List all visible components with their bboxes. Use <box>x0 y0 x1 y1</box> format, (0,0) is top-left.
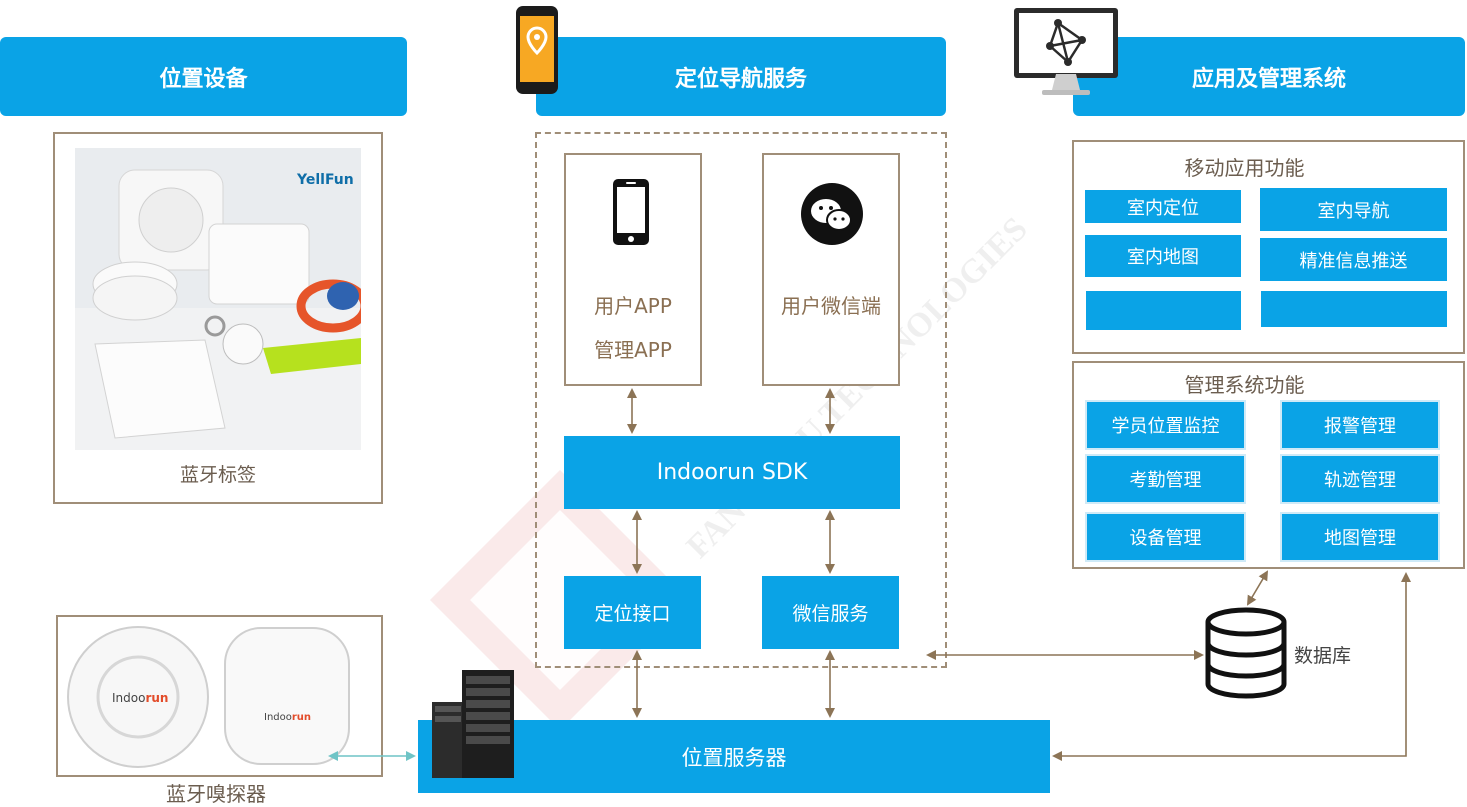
mobile-item-label: 精准信息推送 <box>1299 250 1408 272</box>
mobile-item-indoor-positioning: 室内定位 <box>1085 190 1241 223</box>
svg-text:Indoorun: Indoorun <box>112 691 168 705</box>
mobile-item-label: 室内地图 <box>1127 247 1199 268</box>
arrow-database-management <box>1246 570 1269 606</box>
location-api-box: 定位接口 <box>564 576 701 649</box>
wechat-client-label: 用户微信端 <box>781 294 881 318</box>
indoorun-sdk-box: Indoorun SDK <box>564 436 900 509</box>
header-devices: 位置设备 <box>0 37 407 116</box>
user-app-label: 用户APP <box>594 294 672 318</box>
sniffer-brand-a: Indoo <box>112 691 145 705</box>
bluetooth-sniffer-label: 蓝牙嗅探器 <box>166 782 266 806</box>
location-server-label: 位置服务器 <box>681 745 787 770</box>
sniffer-brand-b: run <box>145 691 168 705</box>
monitor-network-icon <box>1014 8 1118 95</box>
wechat-service-box: 微信服务 <box>762 576 899 649</box>
sdk-label: Indoorun SDK <box>656 460 808 485</box>
mobile-item-info-push: 精准信息推送 <box>1260 238 1447 281</box>
mobile-item-empty-1 <box>1086 291 1241 330</box>
mobile-item-label: 室内定位 <box>1127 197 1199 219</box>
server-icon <box>432 670 514 778</box>
mgmt-item-label: 地图管理 <box>1324 528 1396 549</box>
mgmt-item-alarm: 报警管理 <box>1280 400 1440 450</box>
mobile-functions-title: 移动应用功能 <box>1184 156 1305 180</box>
mgmt-item-label: 设备管理 <box>1129 528 1202 549</box>
mgmt-item-student-monitoring: 学员位置监控 <box>1085 400 1246 450</box>
header-nav: 定位导航服务 <box>536 37 946 116</box>
mgmt-item-device: 设备管理 <box>1085 512 1246 562</box>
mobile-item-indoor-navigation: 室内导航 <box>1260 188 1447 231</box>
header-apps: 应用及管理系统 <box>1073 37 1465 116</box>
nav-service-container <box>535 132 947 668</box>
arrow-server-management <box>1052 572 1411 761</box>
mobile-item-indoor-map: 室内地图 <box>1085 235 1241 277</box>
header-devices-label: 位置设备 <box>159 66 248 92</box>
mgmt-item-trajectory: 轨迹管理 <box>1280 454 1440 504</box>
smartphone-icon <box>613 179 649 245</box>
sniffer-brand-b2: run <box>292 712 311 723</box>
admin-app-label: 管理APP <box>594 338 672 362</box>
location-api-label: 定位接口 <box>594 603 671 625</box>
smartphone-location-icon <box>516 6 558 94</box>
wechat-icon <box>801 183 863 245</box>
header-apps-label: 应用及管理系统 <box>1191 66 1346 92</box>
bluetooth-sniffer-photo: Indoorun Indoorun <box>67 626 350 768</box>
location-server-box: 位置服务器 <box>418 720 1050 793</box>
mobile-item-empty-2 <box>1261 291 1447 327</box>
wechat-service-label: 微信服务 <box>792 603 869 625</box>
mgmt-item-label: 学员位置监控 <box>1111 416 1220 437</box>
bluetooth-tag-label: 蓝牙标签 <box>179 464 256 486</box>
tag-brand-text: YellFun <box>296 172 354 188</box>
mgmt-item-attendance: 考勤管理 <box>1085 454 1246 504</box>
management-functions-title: 管理系统功能 <box>1184 373 1305 397</box>
mgmt-item-label: 轨迹管理 <box>1324 470 1396 491</box>
bluetooth-tag-photo: YellFun <box>75 148 361 450</box>
mobile-item-label: 室内导航 <box>1317 200 1390 222</box>
mgmt-item-map: 地图管理 <box>1280 512 1440 562</box>
svg-text:Indoorun: Indoorun <box>264 712 311 723</box>
sniffer-brand-a2: Indoo <box>264 712 292 723</box>
mgmt-item-label: 报警管理 <box>1324 416 1396 437</box>
header-nav-label: 定位导航服务 <box>674 66 807 92</box>
mgmt-item-label: 考勤管理 <box>1129 470 1202 491</box>
